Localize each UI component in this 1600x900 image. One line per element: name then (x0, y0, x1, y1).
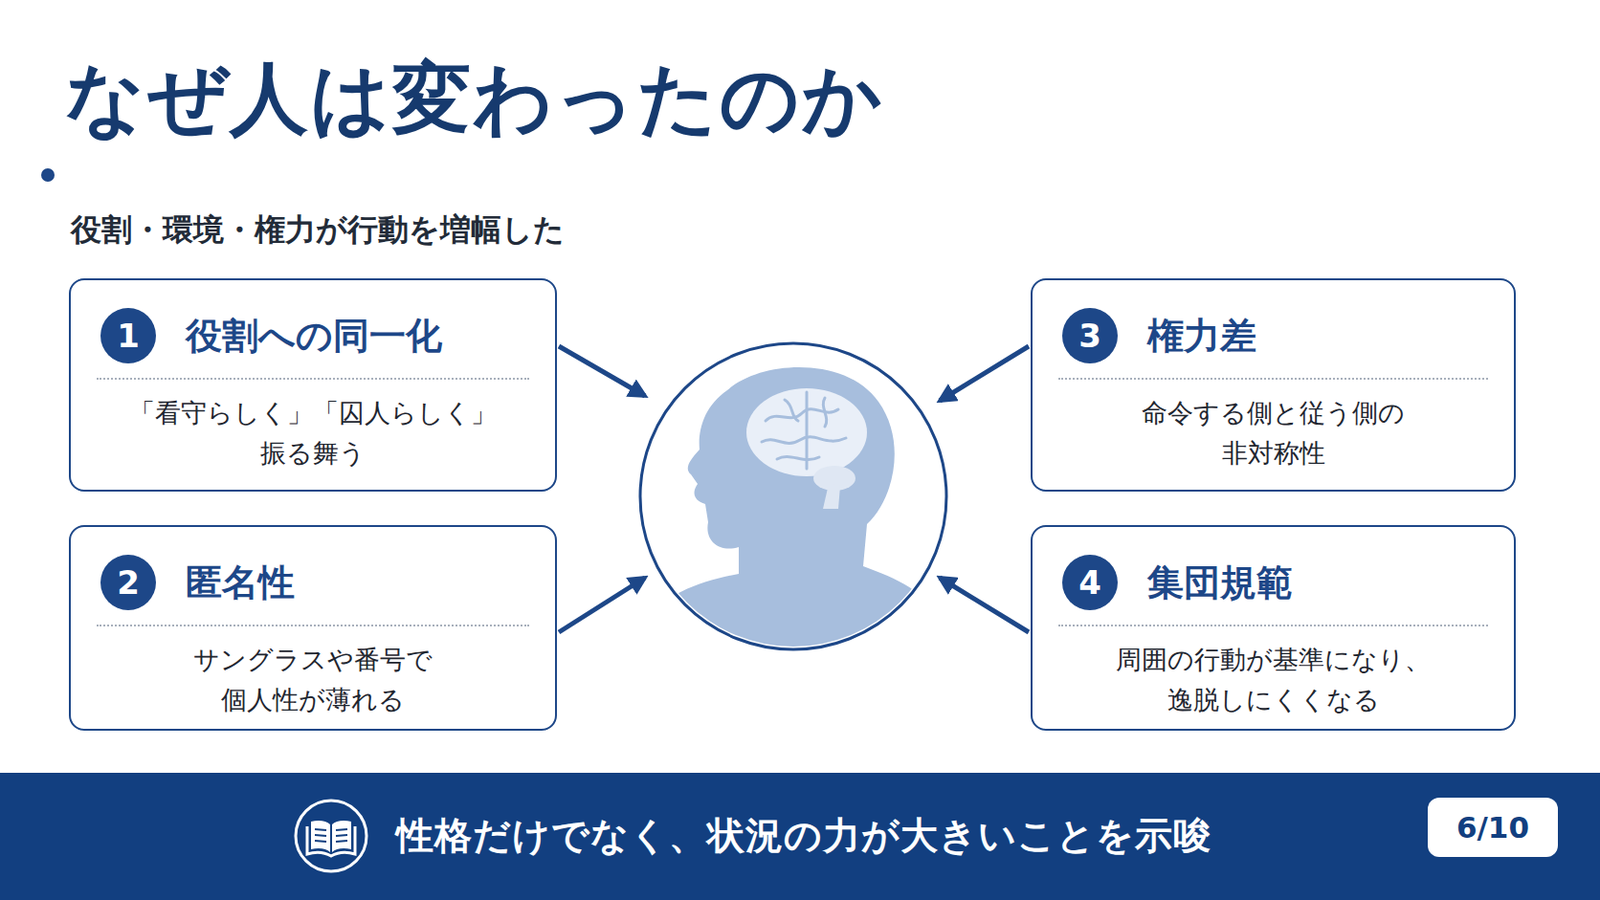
conclusion-band: 性格だけでなく、状況の力が大きいことを示唆 6/10 (0, 773, 1600, 900)
number-badge: 3 (1062, 308, 1118, 364)
dotted-separator (96, 624, 530, 627)
title-rule-dot (41, 168, 55, 182)
book-icon (288, 793, 375, 880)
factor-card: 匿名性サングラスや番号で 個人性が薄れる 2 (68, 525, 557, 732)
number-badge: 2 (100, 555, 156, 611)
title-rule (47, 174, 1326, 178)
card-body: 命令する側と従う側の 非対称性 (1042, 393, 1505, 474)
page-number-box: 6/10 (1427, 798, 1558, 858)
card-body: 「看守らしく」「囚人らしく」 振る舞う (80, 393, 546, 474)
subtitle: 役割・環境・権力が行動を増幅した (70, 208, 565, 251)
card-heading: 権力差 (1147, 308, 1257, 364)
callout-number: 3 (1078, 316, 1102, 356)
card-body: サングラスや番号で 個人性が薄れる (80, 640, 546, 721)
dotted-separator (96, 377, 530, 380)
callout-number: 4 (1078, 563, 1102, 602)
conclusion-text: 性格だけでなく、状況の力が大きいことを示唆 (396, 807, 1212, 866)
card-heading: 役割への同一化 (185, 308, 443, 364)
slide-title: なぜ人は変わったのか (65, 45, 885, 152)
page-number: 6/10 (1456, 810, 1530, 845)
factor-card: 役割への同一化「看守らしく」「囚人らしく」 振る舞う 1 (68, 278, 557, 492)
arrow-line (558, 577, 645, 633)
card-heading: 集団規範 (1147, 555, 1293, 611)
number-badge: 4 (1062, 555, 1118, 611)
factor-card: 権力差命令する側と従う側の 非対称性 3 (1030, 278, 1516, 492)
dotted-separator (1058, 624, 1489, 627)
callout-number: 2 (116, 563, 140, 602)
dotted-separator (1058, 377, 1489, 380)
card-heading: 匿名性 (185, 555, 295, 611)
arrow-line (939, 577, 1029, 633)
influence-arrows (558, 346, 1029, 633)
callout-number: 1 (116, 316, 140, 356)
head-silhouette (627, 367, 959, 661)
number-badge: 1 (100, 308, 156, 364)
card-body: 周囲の行動が基準になり、 逸脱しにくくなる (1042, 640, 1505, 721)
factor-card: 集団規範周囲の行動が基準になり、 逸脱しにくくなる 4 (1030, 525, 1516, 732)
arrow-line (939, 346, 1029, 401)
arrow-line (558, 346, 645, 397)
